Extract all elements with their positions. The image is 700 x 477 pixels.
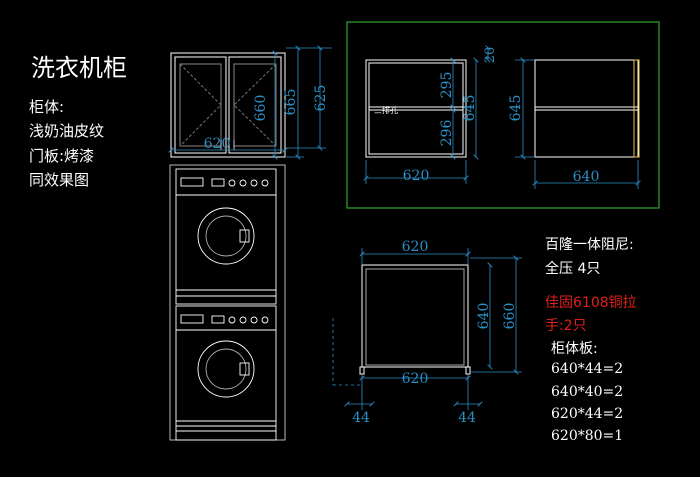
foot-dim: 44 [352, 410, 370, 426]
spec-line: 柜体: [29, 98, 65, 116]
bottom-dimensions [332, 248, 522, 410]
drawing-title: 洗衣机柜 [31, 54, 127, 82]
damper-note: 百隆一体阻尼: [545, 237, 634, 253]
side-dimensions [515, 60, 638, 189]
section-frame [346, 21, 660, 209]
bottom-width-dim: 620 [402, 239, 429, 255]
side-section-view [365, 59, 467, 158]
handle-note: 佳固6108铜拉 [545, 295, 637, 311]
bottom-width-dim: 620 [402, 371, 429, 387]
spec-line: 门板:烤漆 [29, 147, 95, 165]
section-lower-dim: 296 [439, 120, 455, 147]
section-upper-dim: 295 [439, 72, 455, 99]
section-width-dim: 620 [403, 168, 430, 184]
section-dimensions [366, 48, 488, 184]
handle-note: 手:2只 [545, 318, 587, 334]
side-view [534, 59, 640, 158]
section-total-dim: 645 [462, 95, 478, 122]
panel-item: 620*80=1 [551, 428, 624, 444]
front-width-dim: 620 [204, 136, 231, 152]
front-height-dim: 660 [253, 95, 269, 122]
panel-item: 640*40=2 [551, 384, 624, 400]
damper-note: 全压 4只 [545, 261, 601, 277]
panel-list-heading: 柜体板: [551, 341, 598, 357]
panel-item: 620*44=2 [551, 406, 624, 422]
section-gap-dim: 20 [483, 47, 498, 64]
side-height-dim: 645 [508, 95, 524, 122]
bottom-height-dim: 640 [476, 303, 492, 330]
bottom-view [359, 264, 471, 375]
washer-stack [169, 164, 286, 441]
spec-line: 浅奶油皮纹 [29, 122, 105, 140]
panel-item: 640*44=2 [551, 361, 624, 377]
hole-row-note: 三排孔 [374, 105, 398, 115]
front-dimensions [171, 48, 332, 157]
spec-line: 同效果图 [29, 171, 90, 189]
foot-dim: 44 [458, 410, 476, 426]
front-height-dim: 625 [313, 85, 329, 112]
front-height-dim: 665 [283, 89, 299, 116]
side-width-dim: 640 [573, 169, 600, 185]
bottom-height-dim: 660 [502, 303, 518, 330]
